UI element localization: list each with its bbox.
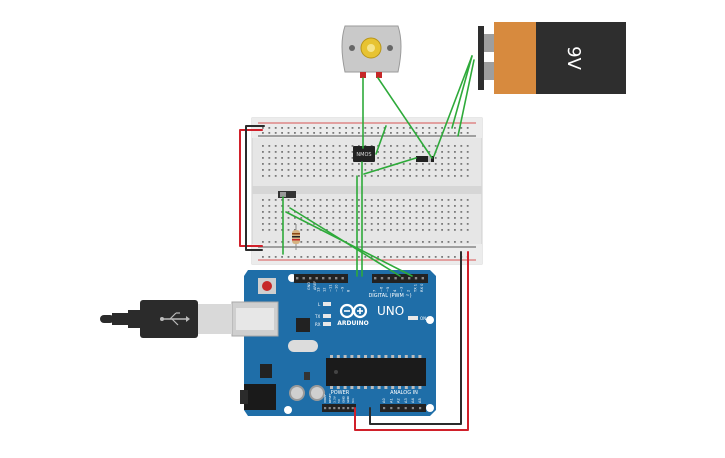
wire-battery-2[interactable]: [451, 55, 473, 129]
arduino-logo-text: ARDUINO: [337, 320, 368, 327]
wire-switch-to-pin-2[interactable]: [285, 211, 413, 277]
wire-nmos-gnd[interactable]: [363, 157, 417, 175]
digital-pin-label: 4: [393, 289, 397, 292]
tx-led: [323, 314, 331, 318]
motor-terminal-left[interactable]: [360, 72, 366, 78]
usb-chip: [296, 318, 310, 332]
wires: [239, 55, 475, 431]
digital-pin-label: 2: [407, 290, 411, 292]
digital-pin-label: 7: [373, 290, 377, 292]
aref-label: AREF: [313, 281, 317, 290]
atmega-chip: [326, 358, 426, 386]
analog-pin-label: A5: [418, 398, 422, 403]
reset-button[interactable]: [258, 278, 276, 294]
power-pin-label: 3.3V: [332, 395, 336, 403]
nmos-transistor[interactable]: NMOS: [353, 146, 375, 162]
digital-pin-label: ~3: [400, 287, 404, 292]
wire-red-arduino-5v[interactable]: [354, 251, 469, 431]
digital-pin-label: 8: [347, 289, 351, 292]
digital-pin-label: ~10: [335, 284, 339, 292]
usb-cable[interactable]: [100, 300, 232, 338]
dc-motor[interactable]: [341, 25, 402, 78]
analog-pin-label: A0: [382, 398, 386, 403]
analog-pin-label: A4: [411, 398, 415, 403]
rx-led: [323, 322, 331, 326]
digital-pin-label: 12: [323, 287, 327, 292]
wire-black-arduino-gnd[interactable]: [369, 251, 462, 425]
digital-pin-label: ~5: [386, 287, 390, 292]
nmos-label: NMOS: [356, 152, 371, 158]
analog-pin-label: A2: [397, 398, 401, 403]
slide-switch[interactable]: [278, 191, 296, 198]
digital-header-left: [294, 274, 348, 283]
usb-port[interactable]: [231, 301, 279, 337]
digital-pin-label: 13: [317, 287, 321, 292]
diode[interactable]: [416, 156, 434, 162]
power-pin-label: 5V: [337, 398, 341, 403]
wire-nmos-source[interactable]: [375, 125, 387, 155]
wire-black-left-rail[interactable]: [245, 125, 265, 251]
wire-battery-3[interactable]: [457, 59, 475, 137]
wire-battery-1[interactable]: [433, 55, 473, 157]
arduino-logo: [339, 303, 368, 319]
battery-9v[interactable]: 9V: [478, 22, 626, 94]
analog-header-label: ANALOG IN: [390, 390, 418, 396]
resistor[interactable]: [292, 224, 300, 250]
power-header-label: POWER: [331, 390, 350, 396]
wire-motor-right[interactable]: [377, 77, 433, 159]
wire-red-left-rail[interactable]: [239, 129, 263, 247]
on-label: ON: [420, 316, 426, 321]
power-pin-label: GND: [342, 395, 346, 403]
analog-pin-label: A1: [389, 398, 393, 403]
analog-pin-label: A3: [404, 398, 408, 403]
power-jack[interactable]: [244, 384, 276, 410]
motor-terminal-right[interactable]: [376, 72, 382, 78]
breadboard-holes: [262, 127, 469, 258]
crystal: [288, 340, 318, 352]
power-pin-label: IOREF: [323, 394, 327, 403]
on-led: [408, 316, 418, 320]
power-pin-label: GND: [346, 395, 350, 403]
digital-pin-label: ~11: [329, 284, 333, 292]
l-led: [323, 302, 331, 306]
tx-label: TX: [314, 314, 320, 319]
digital-pin-label: TX 1: [413, 284, 417, 293]
digital-header-right: [372, 274, 428, 283]
l-label: L: [318, 302, 321, 307]
digital-pin-label: RX 0: [420, 283, 424, 292]
arduino-model: UNO: [377, 304, 404, 318]
power-pin-label: Vin: [351, 398, 355, 403]
digital-header-label: DIGITAL (PWM ~): [368, 293, 411, 299]
voltage-regulator: [260, 364, 272, 378]
breadboard[interactable]: [251, 117, 483, 265]
rx-label: RX: [315, 322, 321, 327]
power-pin-label: RESET: [328, 393, 332, 403]
battery-label: 9V: [563, 46, 584, 70]
digital-pin-label: ~9: [341, 286, 345, 292]
usb-symbol-icon: [160, 312, 190, 326]
capacitors: [289, 385, 325, 401]
analog-header: [380, 404, 426, 412]
gnd-label: GND: [307, 282, 311, 290]
digital-pin-label: ~6: [379, 286, 383, 292]
